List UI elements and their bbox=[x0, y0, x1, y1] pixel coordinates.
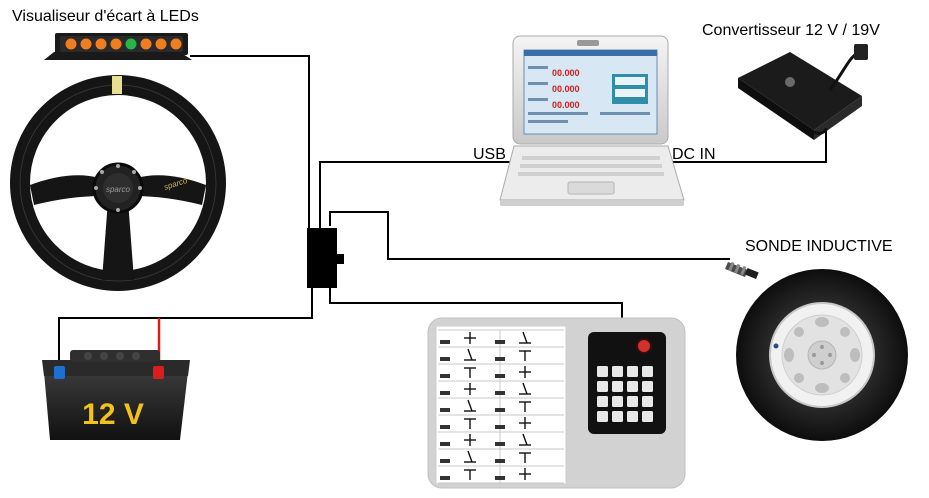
keypad-key bbox=[627, 396, 638, 407]
chart-cell-tag bbox=[440, 357, 450, 361]
laptop-readout: 00.000 bbox=[552, 68, 580, 78]
label-inductive-probe: SONDE INDUCTIVE bbox=[745, 238, 893, 255]
chart-symbol bbox=[467, 348, 473, 361]
chart-cell-tag bbox=[495, 357, 505, 361]
keypad-key bbox=[642, 366, 653, 377]
inductive-probe bbox=[725, 261, 759, 279]
led-indicator bbox=[95, 38, 107, 50]
chart-cell-tag bbox=[495, 476, 505, 480]
chart-cell-tag bbox=[495, 425, 505, 429]
keypad-key bbox=[642, 411, 653, 422]
chart-cell-tag bbox=[440, 340, 450, 344]
laptop-readout: 00.000 bbox=[552, 100, 580, 110]
wire-dc-in bbox=[672, 128, 827, 163]
keypad bbox=[588, 332, 666, 434]
chart-symbol bbox=[467, 399, 473, 412]
laptop-readout: 00.000 bbox=[552, 84, 580, 94]
chart-cell-tag bbox=[440, 442, 450, 446]
keypad-key bbox=[597, 381, 608, 392]
reference-chart bbox=[435, 325, 567, 485]
battery-positive-terminal bbox=[153, 366, 164, 379]
label-converter: Convertisseur 12 V / 19V bbox=[702, 22, 880, 39]
keypad-key bbox=[627, 381, 638, 392]
battery-label: 12 V bbox=[82, 398, 144, 431]
chart-cell-tag bbox=[495, 374, 505, 378]
svg-text:sparco: sparco bbox=[106, 185, 131, 194]
battery-negative-terminal bbox=[54, 366, 65, 379]
chart-cell-tag bbox=[440, 425, 450, 429]
chart-cell-tag bbox=[495, 391, 505, 395]
keypad-key bbox=[597, 411, 608, 422]
keypad-red-button bbox=[636, 338, 652, 354]
keypad-key bbox=[612, 396, 623, 407]
wire-probe bbox=[329, 211, 730, 260]
keypad-key bbox=[627, 411, 638, 422]
chart-cell-tag bbox=[440, 476, 450, 480]
label-usb: USB bbox=[473, 146, 506, 163]
wire-keypad bbox=[329, 288, 623, 330]
chart-symbol bbox=[522, 433, 528, 446]
junction-box bbox=[307, 228, 344, 288]
keypad-key bbox=[612, 411, 623, 422]
chart-cell-tag bbox=[440, 374, 450, 378]
control-module bbox=[427, 317, 686, 489]
led-indicator bbox=[65, 38, 77, 50]
converter bbox=[738, 44, 868, 140]
led-indicator bbox=[110, 38, 122, 50]
led-indicator bbox=[170, 38, 182, 50]
chart-cell-tag bbox=[495, 459, 505, 463]
led-indicator bbox=[155, 38, 167, 50]
steering-wheel: sparco sparco bbox=[10, 75, 226, 291]
label-dc-in: DC IN bbox=[672, 146, 716, 163]
wire-usb bbox=[319, 161, 520, 230]
laptop: 00.000 00.000 00.000 bbox=[499, 35, 685, 206]
led-bar bbox=[44, 33, 192, 60]
led-indicator bbox=[80, 38, 92, 50]
keypad-key bbox=[627, 366, 638, 377]
keypad-key bbox=[597, 396, 608, 407]
wire-led-bar bbox=[190, 55, 310, 230]
battery: 12 V bbox=[42, 350, 190, 440]
chart-cell-tag bbox=[440, 408, 450, 412]
keypad-key bbox=[642, 381, 653, 392]
wheel bbox=[736, 269, 908, 441]
label-led-deviation-display: Visualiseur d'écart à LEDs bbox=[12, 8, 199, 25]
chart-cell-tag bbox=[440, 459, 450, 463]
chart-symbol bbox=[522, 331, 528, 344]
chart-symbol bbox=[522, 382, 528, 395]
keypad-key bbox=[642, 396, 653, 407]
chart-cell-tag bbox=[495, 340, 505, 344]
chart-cell-tag bbox=[440, 391, 450, 395]
keypad-key bbox=[597, 366, 608, 377]
led-indicator bbox=[140, 38, 152, 50]
keypad-key bbox=[612, 381, 623, 392]
chart-cell-tag bbox=[495, 442, 505, 446]
chart-cell-tag bbox=[495, 408, 505, 412]
keypad-key bbox=[612, 366, 623, 377]
chart-symbol bbox=[467, 450, 473, 463]
led-indicator bbox=[125, 38, 137, 50]
